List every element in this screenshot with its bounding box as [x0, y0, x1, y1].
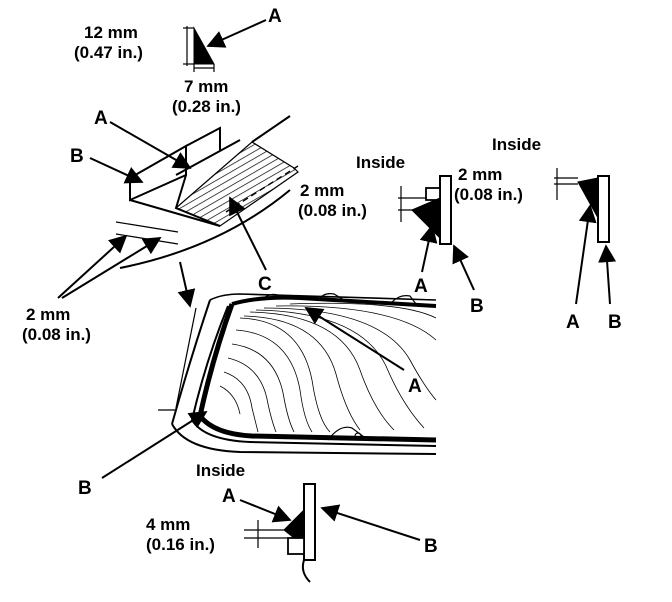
perspective-detail: A B C 2 mm (0.08 in.) [22, 108, 299, 344]
callout-b-leader [89, 157, 144, 184]
glass-callout-a-leader [304, 307, 405, 371]
right-gap-in: (0.08 in.) [454, 185, 523, 204]
glass-callout-b: B [78, 478, 92, 499]
right-panel-b [597, 175, 610, 243]
right-callout-a: A [566, 312, 580, 333]
middle-gap-mm: 2 mm [300, 181, 344, 200]
bead-b-outline [197, 303, 437, 443]
middle-callout-a-leader [419, 224, 438, 273]
right-gap-mm: 2 mm [458, 165, 502, 184]
right-inside: Inside [492, 135, 541, 154]
callout-a-leader [206, 19, 267, 48]
bottom-panel-b [303, 483, 316, 561]
glass-callout-a: A [408, 376, 422, 397]
middle-callout-b-leader [452, 244, 475, 291]
middle-bead-a [411, 197, 441, 240]
middle-spacer [425, 187, 441, 201]
middle-callout-b: B [470, 296, 484, 317]
bottom-spacer [287, 537, 305, 555]
gap-in: (0.08 in.) [22, 325, 91, 344]
glass-contours [219, 302, 437, 433]
bottom-callout-a-leader [239, 499, 292, 523]
bead-height-mm: 12 mm [84, 23, 138, 42]
callout-a-leader [109, 121, 192, 169]
right-section-detail: Inside 2 mm (0.08 in.) A B [454, 135, 622, 333]
bead-size-detail: 12 mm (0.47 in.) A 7 mm (0.28 in.) [74, 6, 282, 116]
bottom-callout-a: A [222, 486, 236, 507]
right-callout-b: B [608, 312, 622, 333]
glass-outer-edge [171, 299, 211, 425]
bottom-callout-b: B [424, 536, 438, 557]
middle-panel-b [439, 175, 452, 245]
bead-triangle [193, 26, 215, 65]
middle-gap-in: (0.08 in.) [298, 201, 367, 220]
bottom-gap-in: (0.16 in.) [146, 535, 215, 554]
right-callout-a-leader [575, 204, 597, 305]
bottom-inside: Inside [196, 461, 245, 480]
windshield-view: A B [78, 293, 437, 499]
callout-b: B [70, 146, 84, 167]
right-callout-b-leader [598, 244, 617, 305]
callout-a: A [268, 6, 282, 27]
bottom-gap-mm: 4 mm [146, 515, 190, 534]
callout-c-leader [229, 196, 267, 271]
bead-a-top [231, 295, 437, 308]
gap-mm: 2 mm [26, 305, 70, 324]
bead-width-mm: 7 mm [184, 77, 228, 96]
bead-height-in: (0.47 in.) [74, 43, 143, 62]
bottom-callout-b-leader [320, 504, 421, 541]
bottom-section-detail: Inside 4 mm (0.16 in.) A B [146, 461, 438, 583]
detail-to-glass-arrow [177, 261, 196, 308]
middle-callout-a: A [414, 276, 428, 297]
body-curve [119, 189, 291, 269]
glass-callout-b-leader [101, 411, 208, 479]
middle-inside: Inside [356, 153, 405, 172]
right-bead-a [577, 177, 599, 220]
middle-section-detail: Inside 2 mm (0.08 in.) A B [298, 153, 484, 317]
bead-width-in: (0.28 in.) [172, 97, 241, 116]
callout-c: C [258, 274, 272, 295]
callout-a: A [94, 108, 108, 129]
